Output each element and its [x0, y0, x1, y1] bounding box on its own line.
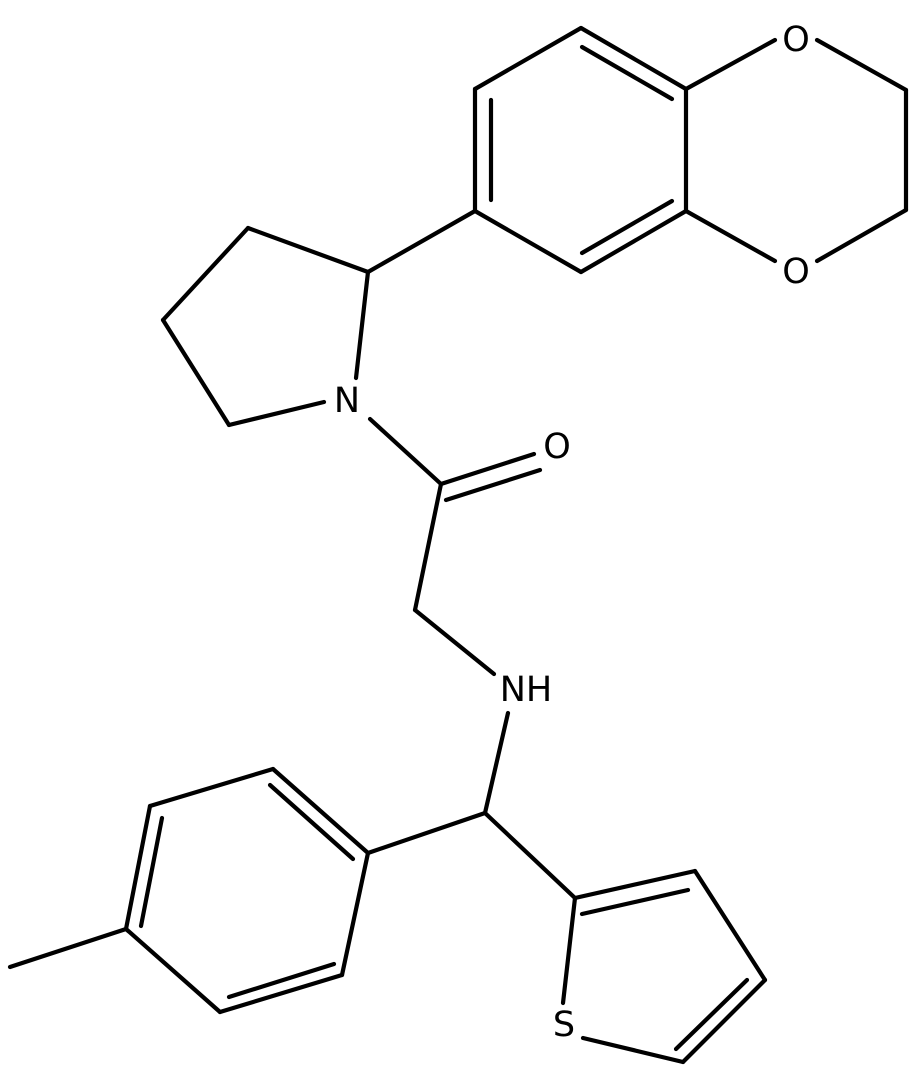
- bond: [353, 269, 371, 381]
- bonds: [7, 25, 909, 1065]
- bond: [683, 208, 778, 264]
- sulfur-label: S: [553, 1005, 575, 1045]
- bond: [270, 766, 371, 856]
- bond: [472, 208, 584, 275]
- bond: [560, 895, 578, 1006]
- bond: [814, 207, 909, 264]
- bond: [472, 25, 584, 92]
- atom-labels: O O N O NH S: [334, 20, 810, 1045]
- bond: [438, 451, 537, 487]
- bond: [147, 766, 276, 809]
- bond: [579, 44, 675, 102]
- bond: [365, 810, 488, 856]
- nh-label: NH: [500, 670, 553, 710]
- bond: [814, 37, 909, 93]
- bond: [572, 868, 698, 901]
- bond: [217, 972, 345, 1015]
- oxygen-top-label: O: [782, 20, 810, 60]
- oxygen-bottom-label: O: [782, 252, 810, 292]
- bond: [365, 208, 478, 275]
- bond: [160, 225, 251, 323]
- bond: [482, 710, 511, 816]
- bond: [7, 926, 129, 970]
- bond: [226, 961, 337, 1000]
- bond: [123, 926, 223, 1015]
- bond: [683, 37, 778, 92]
- bond: [580, 1035, 686, 1065]
- bond: [226, 399, 327, 428]
- bond: [267, 782, 356, 862]
- bond: [692, 868, 768, 983]
- bond: [673, 977, 750, 1052]
- bond: [579, 887, 691, 917]
- bond: [245, 225, 371, 275]
- bond: [339, 850, 371, 978]
- bond: [412, 607, 497, 677]
- bond: [412, 481, 444, 613]
- bond: [680, 977, 768, 1065]
- bond: [138, 815, 165, 929]
- bond: [123, 803, 153, 932]
- bond: [579, 198, 675, 256]
- bond: [578, 208, 689, 275]
- bond: [443, 467, 543, 503]
- bond: [160, 317, 232, 428]
- bond: [578, 25, 689, 92]
- bond: [482, 810, 578, 901]
- oxygen-carbonyl-label: O: [543, 427, 571, 467]
- nitrogen-ring-label: N: [334, 381, 360, 421]
- bond: [367, 416, 444, 487]
